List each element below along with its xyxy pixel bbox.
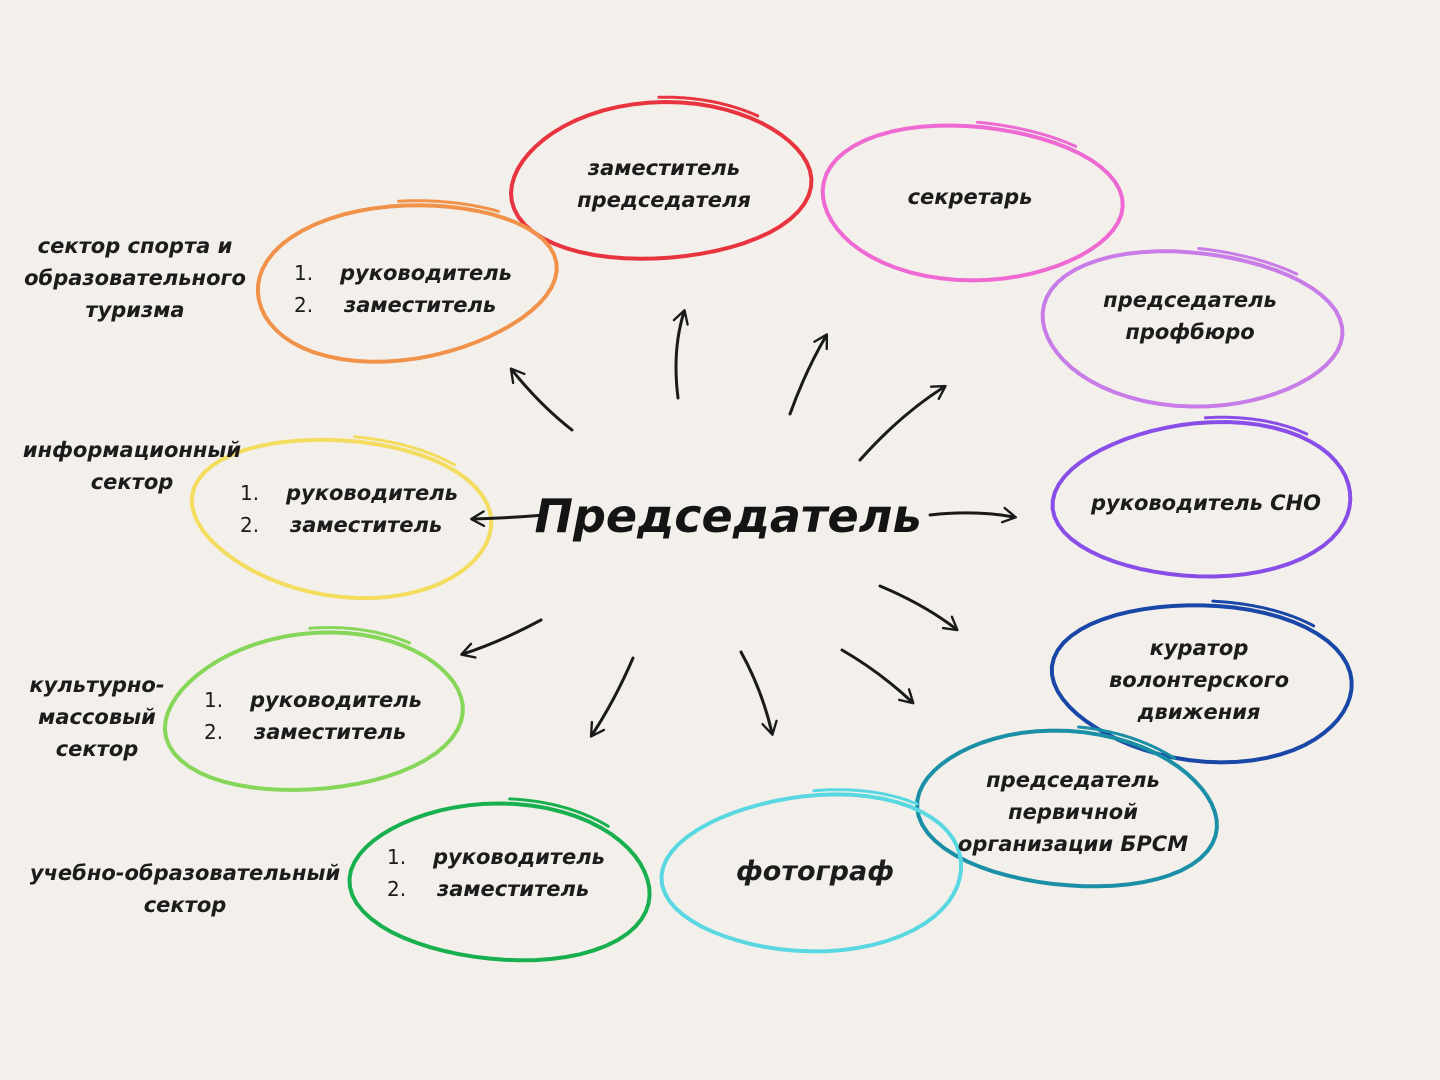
oval-info: [189, 437, 494, 600]
list-item: 2. заместитель: [387, 873, 605, 905]
sector-culture-name-line: массовый: [38, 705, 156, 729]
list-number: 1.: [294, 261, 314, 285]
list-label: заместитель: [344, 293, 497, 317]
arrows-layer: [460, 309, 1017, 738]
sector-edu-list: 1. руководитель 2. заместитель: [387, 841, 605, 905]
list-number: 1.: [240, 481, 260, 505]
role-profburo-line: профбюро: [1125, 320, 1255, 344]
list-label: заместитель: [254, 720, 407, 744]
sector-sport-name-line: образовательного: [24, 266, 246, 290]
arrow-to-volunteer: [878, 584, 959, 632]
sector-edu-name-line: учебно-образовательный: [29, 861, 341, 885]
arrow-to-deputy: [672, 309, 689, 400]
sector-info-list: 1. руководитель 2. заместитель: [240, 477, 458, 541]
oval-edu: [347, 801, 652, 963]
role-brsm-line: председатель: [986, 768, 1160, 792]
oval-photographer-tail: [812, 788, 919, 806]
sector-sport-name: сектор спорта и образовательного туризма: [24, 230, 246, 326]
arrow-to-info: [470, 510, 547, 528]
role-volunteer-line: куратор: [1149, 636, 1249, 660]
list-number: 2.: [294, 293, 314, 317]
role-secretary-line: секретарь: [907, 185, 1033, 209]
role-deputy-line: заместитель: [587, 156, 741, 180]
arrow-to-sno: [928, 506, 1017, 524]
role-volunteer-line: движения: [1137, 700, 1261, 724]
list-number: 2.: [387, 877, 407, 901]
arrow-to-photographer: [739, 650, 778, 736]
sector-sport-list: 1. руководитель 2. заместитель: [294, 257, 512, 321]
oval-edu-tail: [508, 797, 610, 828]
role-brsm-line: первичной: [1008, 800, 1138, 824]
list-label: руководитель: [340, 261, 512, 285]
role-sno: руководитель СНО: [1091, 487, 1321, 519]
oval-secretary: [820, 123, 1125, 283]
role-deputy: заместитель председателя: [577, 152, 751, 216]
list-item: 1. руководитель: [387, 841, 605, 873]
list-number: 1.: [204, 688, 224, 712]
oval-sport: [255, 203, 559, 364]
role-sno-line: руководитель СНО: [1090, 491, 1322, 515]
role-volunteer: куратор волонтерского движения: [1109, 632, 1289, 728]
list-label: руководитель: [286, 481, 458, 505]
role-profburo-line: председатель: [1103, 288, 1277, 312]
oval-info-tail: [353, 435, 456, 467]
ovals-layer: [162, 95, 1354, 963]
sector-sport-name-line: сектор спорта и: [37, 234, 233, 258]
sector-culture-list: 1. руководитель 2. заместитель: [204, 684, 422, 748]
role-photographer: фотограф: [736, 856, 894, 888]
role-deputy-line: председателя: [577, 188, 751, 212]
oval-deputy: [508, 99, 814, 261]
oval-photographer: [659, 792, 963, 954]
arrow-to-culture: [460, 618, 543, 659]
sector-info-name: информационный сектор: [23, 434, 241, 498]
arrow-to-secretary: [788, 333, 829, 416]
role-secretary: секретарь: [908, 181, 1033, 213]
oval-culture: [162, 630, 465, 792]
sector-culture-name-line: сектор: [55, 737, 139, 761]
sector-culture-name-line: культурно-: [29, 673, 165, 697]
list-number: 1.: [387, 845, 407, 869]
oval-sno-tail: [1203, 415, 1309, 436]
oval-brsm: [915, 728, 1219, 889]
sector-culture-name: культурно- массовый сектор: [29, 669, 164, 765]
list-number: 2.: [204, 720, 224, 744]
oval-volunteer-tail: [1211, 599, 1316, 628]
role-photographer-line: фотограф: [736, 856, 894, 887]
role-profburo: председатель профбюро: [1103, 284, 1277, 348]
list-label: руководитель: [433, 845, 605, 869]
arrow-to-brsm: [840, 648, 915, 705]
oval-brsm-tail: [1077, 725, 1177, 760]
list-label: руководитель: [250, 688, 422, 712]
sector-edu-name: учебно-образовательный сектор: [30, 857, 340, 921]
arrow-to-profburo: [858, 384, 947, 462]
oval-sport-tail: [397, 199, 500, 213]
role-brsm-line: организации БРСМ: [957, 832, 1189, 856]
oval-secretary-tail: [975, 120, 1078, 148]
oval-deputy-tail: [657, 95, 760, 118]
list-label: заместитель: [437, 877, 590, 901]
list-item: 1. руководитель: [240, 477, 458, 509]
oval-profburo-tail: [1197, 247, 1299, 276]
sector-info-name-line: информационный: [22, 438, 242, 462]
sector-info-name-line: сектор: [90, 470, 174, 494]
list-number: 2.: [240, 513, 260, 537]
role-brsm: председатель первичной организации БРСМ: [958, 764, 1188, 860]
arrow-to-sport: [509, 367, 574, 432]
list-item: 2. заместитель: [204, 716, 422, 748]
chairman-title: Председатель: [534, 489, 922, 543]
sector-sport-name-line: туризма: [85, 298, 185, 322]
role-volunteer-line: волонтерского: [1108, 668, 1290, 692]
list-label: заместитель: [290, 513, 443, 537]
list-item: 2. заместитель: [294, 289, 512, 321]
sector-edu-name-line: сектор: [143, 893, 227, 917]
list-item: 1. руководитель: [204, 684, 422, 716]
oval-profburo: [1040, 249, 1345, 409]
arrow-to-edu: [589, 656, 635, 738]
list-item: 2. заместитель: [240, 509, 458, 541]
list-item: 1. руководитель: [294, 257, 512, 289]
oval-culture-tail: [308, 626, 411, 645]
oval-sno: [1050, 419, 1353, 579]
